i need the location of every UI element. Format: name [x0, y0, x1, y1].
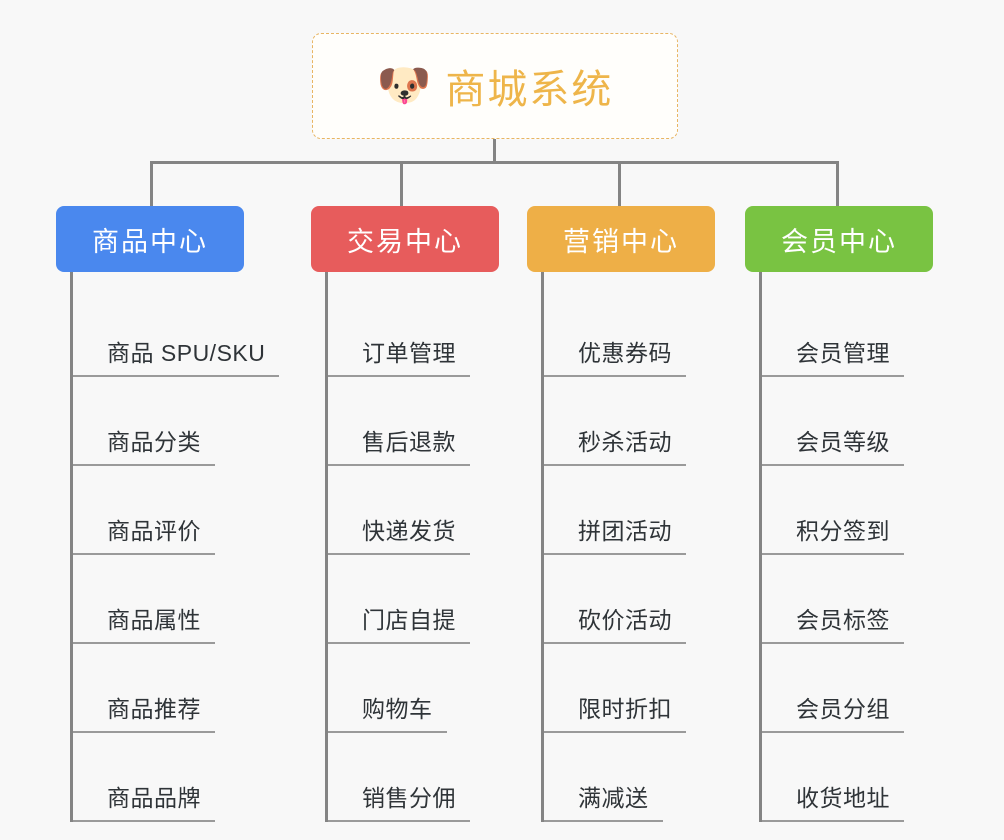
branch-header-3[interactable]: 营销中心	[527, 206, 715, 272]
leaf-item[interactable]: 购物车	[328, 644, 549, 733]
leaf-label: 订单管理	[362, 340, 456, 366]
leaf-label: 砍价活动	[578, 607, 672, 633]
leaf-item[interactable]: 收货地址	[762, 733, 983, 822]
leaf-label: 会员等级	[796, 429, 890, 455]
branch-header-1[interactable]: 商品中心	[56, 206, 244, 272]
leaf-label: 商品分类	[107, 429, 201, 455]
leaf-item[interactable]: 拼团活动	[544, 466, 765, 555]
leaf-item[interactable]: 商品推荐	[73, 644, 306, 733]
branch-leaf-list-2: 订单管理 售后退款 快递发货 门店自提 购物车 销售分佣	[325, 272, 549, 822]
leaf-label: 会员管理	[796, 340, 890, 366]
branch-header-4[interactable]: 会员中心	[745, 206, 933, 272]
leaf-label: 会员标签	[796, 607, 890, 633]
leaf-item[interactable]: 快递发货	[328, 466, 549, 555]
branch-header-2[interactable]: 交易中心	[311, 206, 499, 272]
leaf-label: 商品 SPU/SKU	[107, 340, 266, 366]
leaf-label: 秒杀活动	[578, 429, 672, 455]
leaf-item[interactable]: 秒杀活动	[544, 377, 765, 466]
branch-header-label: 交易中心	[347, 226, 463, 257]
leaf-item[interactable]: 门店自提	[328, 555, 549, 644]
branch-leaf-list-1: 商品 SPU/SKU 商品分类 商品评价 商品属性 商品推荐 商品品牌	[70, 272, 306, 822]
leaf-item[interactable]: 商品属性	[73, 555, 306, 644]
leaf-item[interactable]: 会员等级	[762, 377, 983, 466]
leaf-label: 商品评价	[107, 518, 201, 544]
connector-root-stem	[493, 139, 496, 163]
leaf-label: 积分签到	[796, 518, 890, 544]
shiba-dog-face-icon: 🐶	[376, 61, 432, 110]
leaf-item[interactable]: 商品品牌	[73, 733, 306, 822]
connector-drop-2	[400, 161, 403, 206]
leaf-label: 商品推荐	[107, 696, 201, 722]
leaf-item[interactable]: 售后退款	[328, 377, 549, 466]
branch-leaf-list-4: 会员管理 会员等级 积分签到 会员标签 会员分组 收货地址	[759, 272, 983, 822]
connector-horizontal-bus	[150, 161, 838, 164]
branch-column-3: 营销中心 优惠券码 秒杀活动 拼团活动 砍价活动 限时折扣 满减送	[527, 206, 765, 822]
leaf-label: 优惠券码	[578, 340, 672, 366]
leaf-label: 销售分佣	[362, 785, 456, 811]
connector-drop-3	[618, 161, 621, 206]
connector-drop-1	[150, 161, 153, 206]
leaf-label: 收货地址	[796, 785, 890, 811]
leaf-label: 限时折扣	[578, 696, 672, 722]
leaf-item[interactable]: 商品评价	[73, 466, 306, 555]
branch-header-label: 营销中心	[563, 226, 679, 257]
leaf-item[interactable]: 满减送	[544, 733, 765, 822]
leaf-item[interactable]: 积分签到	[762, 466, 983, 555]
leaf-item[interactable]: 商品 SPU/SKU	[73, 288, 306, 377]
leaf-label: 满减送	[578, 785, 649, 811]
leaf-label: 拼团活动	[578, 518, 672, 544]
branch-column-4: 会员中心 会员管理 会员等级 积分签到 会员标签 会员分组 收货地址	[745, 206, 983, 822]
leaf-label: 购物车	[362, 696, 433, 722]
root-node[interactable]: 🐶 商城系统	[312, 33, 678, 139]
leaf-item[interactable]: 销售分佣	[328, 733, 549, 822]
leaf-item[interactable]: 优惠券码	[544, 288, 765, 377]
leaf-item[interactable]: 商品分类	[73, 377, 306, 466]
branch-column-1: 商品中心 商品 SPU/SKU 商品分类 商品评价 商品属性 商品推荐 商品品牌	[56, 206, 306, 822]
leaf-item[interactable]: 会员分组	[762, 644, 983, 733]
branch-leaf-list-3: 优惠券码 秒杀活动 拼团活动 砍价活动 限时折扣 满减送	[541, 272, 765, 822]
leaf-label: 商品品牌	[107, 785, 201, 811]
root-title: 商城系统	[445, 68, 614, 112]
leaf-label: 会员分组	[796, 696, 890, 722]
leaf-label: 售后退款	[362, 429, 456, 455]
leaf-label: 门店自提	[362, 607, 456, 633]
branch-header-label: 会员中心	[781, 226, 897, 257]
leaf-label: 快递发货	[362, 518, 456, 544]
branch-header-label: 商品中心	[92, 226, 208, 257]
leaf-item[interactable]: 订单管理	[328, 288, 549, 377]
leaf-item[interactable]: 会员管理	[762, 288, 983, 377]
leaf-item[interactable]: 砍价活动	[544, 555, 765, 644]
leaf-item[interactable]: 限时折扣	[544, 644, 765, 733]
branch-column-2: 交易中心 订单管理 售后退款 快递发货 门店自提 购物车 销售分佣	[311, 206, 549, 822]
leaf-label: 商品属性	[107, 607, 201, 633]
leaf-item[interactable]: 会员标签	[762, 555, 983, 644]
connector-drop-4	[836, 161, 839, 206]
